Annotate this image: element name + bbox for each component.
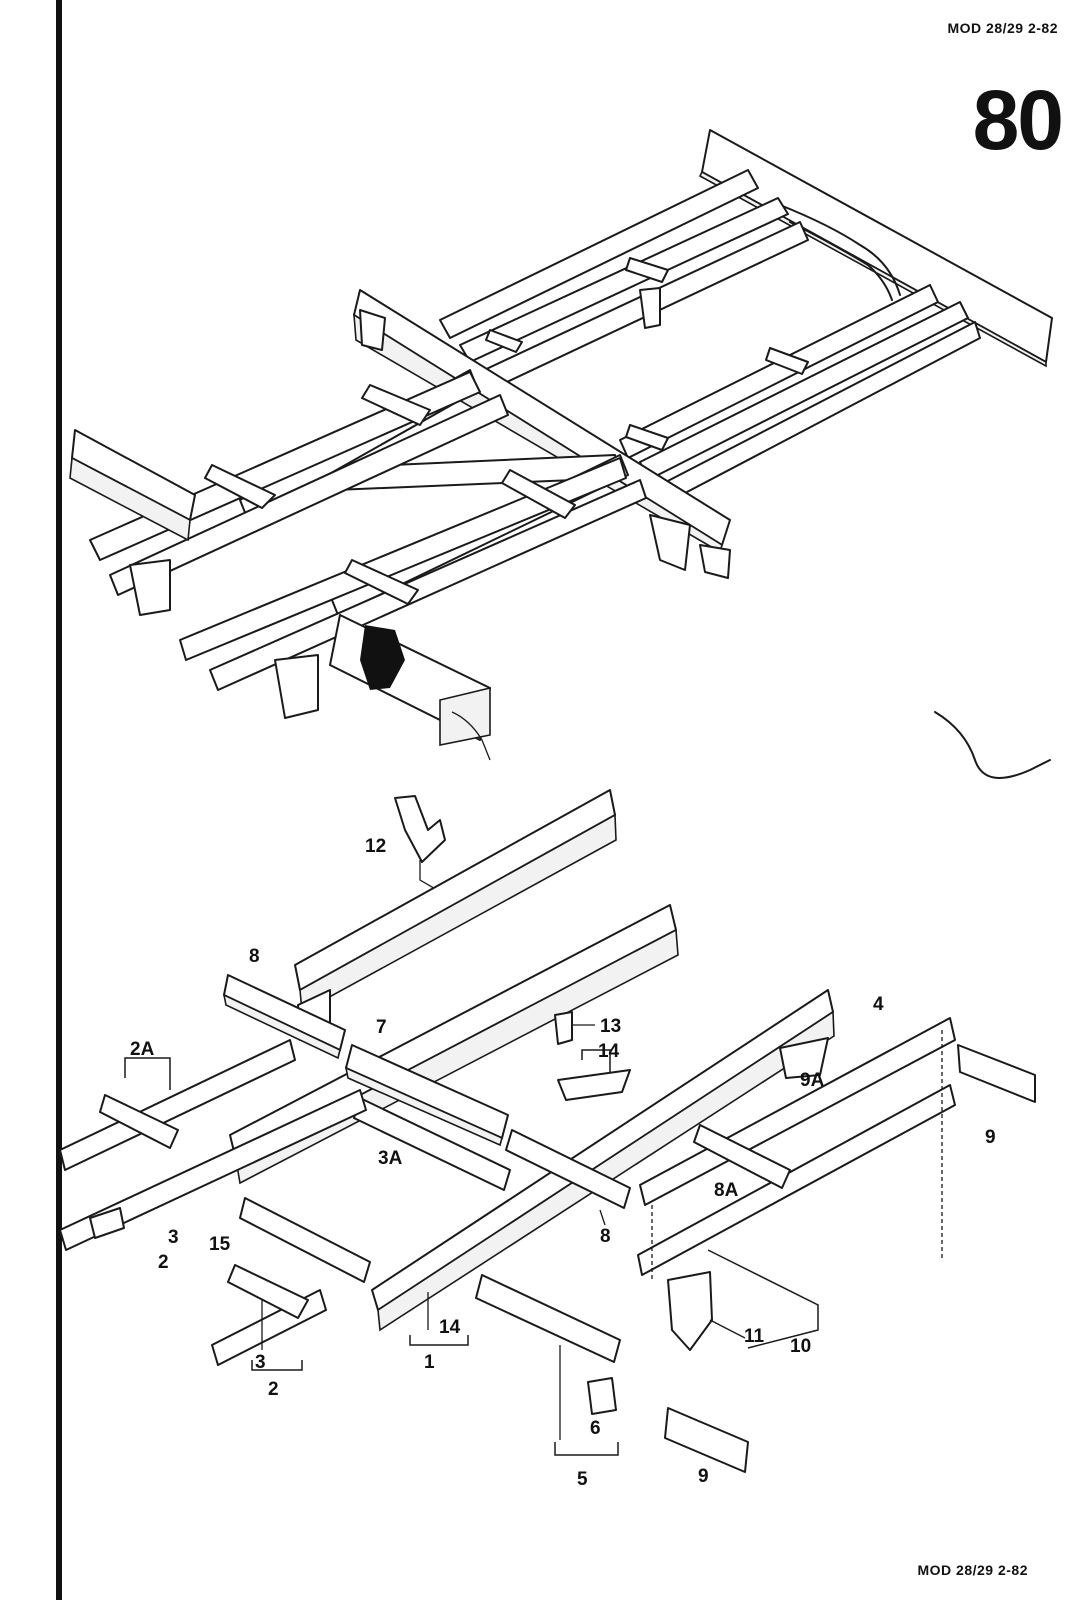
callout-9-bottom: 9 [698, 1466, 709, 1487]
model-code-bottom: MOD 28/29 2-82 [917, 1562, 1028, 1578]
callout-5: 5 [577, 1469, 588, 1490]
callout-3-bottom: 3 [255, 1352, 266, 1373]
callout-4: 4 [873, 994, 884, 1015]
callout-3a: 3A [378, 1148, 403, 1169]
callout-labels: 12 8 2A 7 13 14 4 9A 9 3A 8A 8 3 2 15 14… [130, 836, 996, 1490]
exploded-parts [59, 789, 1036, 1473]
callout-2a: 2A [130, 1039, 155, 1060]
model-code-top: MOD 28/29 2-82 [947, 20, 1058, 36]
callout-1: 1 [424, 1352, 435, 1373]
callout-2-bottom: 2 [268, 1379, 279, 1400]
callout-8a: 8A [714, 1180, 739, 1201]
callout-8-right: 8 [600, 1226, 611, 1247]
callout-9-right: 9 [985, 1127, 996, 1148]
page-number: 80 [972, 73, 1064, 167]
callout-12: 12 [365, 836, 386, 857]
callout-14-bottom: 14 [439, 1317, 461, 1338]
callout-13: 13 [600, 1016, 621, 1037]
torn-mark [934, 711, 1051, 779]
binding-edge [56, 0, 62, 1600]
callout-10: 10 [790, 1336, 811, 1357]
callout-2-left: 2 [158, 1252, 169, 1273]
callout-11: 11 [744, 1326, 765, 1347]
assembled-frame-illustration [69, 129, 1053, 761]
callout-14-top: 14 [598, 1041, 620, 1062]
callout-9a: 9A [800, 1070, 825, 1091]
callout-6: 6 [590, 1418, 601, 1439]
callout-7: 7 [376, 1017, 387, 1038]
callout-3-left: 3 [168, 1227, 179, 1248]
callout-8-top: 8 [249, 946, 260, 967]
callout-15: 15 [209, 1234, 231, 1255]
